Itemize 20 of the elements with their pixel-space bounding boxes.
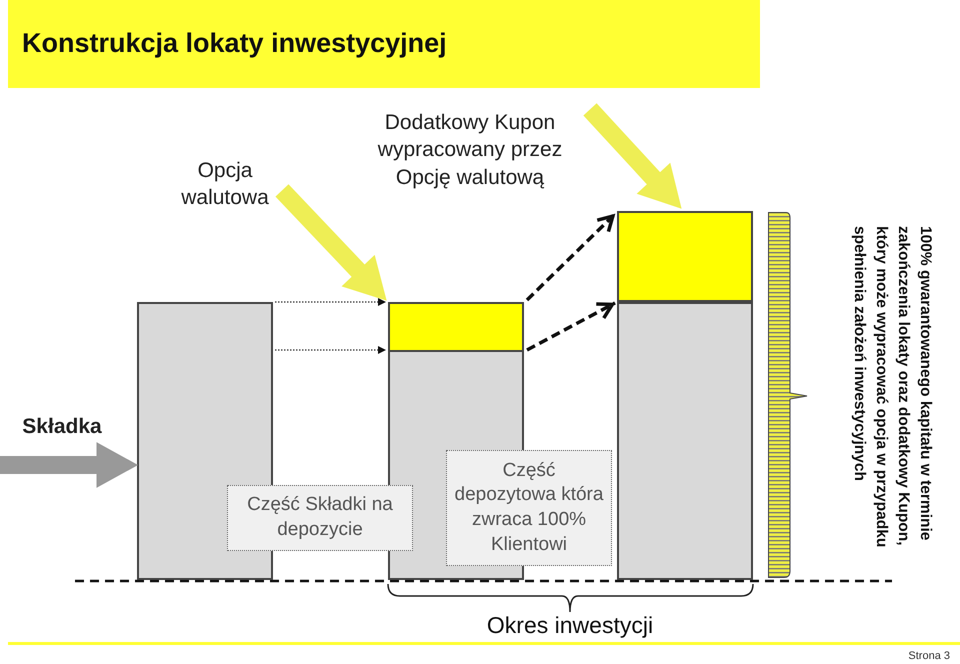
arrow [526, 212, 616, 302]
arrow [274, 298, 386, 306]
hatched-bracket [768, 212, 808, 578]
page-number: Strona 3 [907, 650, 950, 664]
node-label: Dodatkowy Kupon wypracowany przez Opcję walutową [375, 92, 565, 208]
axis-label: Okres inwestycji [486, 612, 654, 640]
text-box: Część depozytowa która zwraca 100% Klientowi [446, 450, 612, 566]
bar-segment [388, 302, 524, 352]
node-label: Składka [0, 408, 124, 446]
bar-segment [617, 211, 753, 302]
node-label: Opcja walutowa [160, 152, 290, 216]
block-arrow [0, 442, 138, 488]
bar-segment [617, 302, 753, 580]
arrow [526, 301, 616, 352]
rotated-note: 100% gwarantowanego kapitału w terminie zakończenia lokaty oraz dodatkowy Kupon, który może wypracować opcja w przypadku spełnienia założeń inwestycyjnych [850, 226, 935, 550]
title: Konstrukcja lokaty inwestycyjnej [22, 28, 447, 59]
block-arrow [583, 103, 682, 209]
text-box: Część Składki na depozycie [227, 485, 413, 551]
arrow [274, 346, 386, 354]
block-arrow [275, 184, 387, 301]
